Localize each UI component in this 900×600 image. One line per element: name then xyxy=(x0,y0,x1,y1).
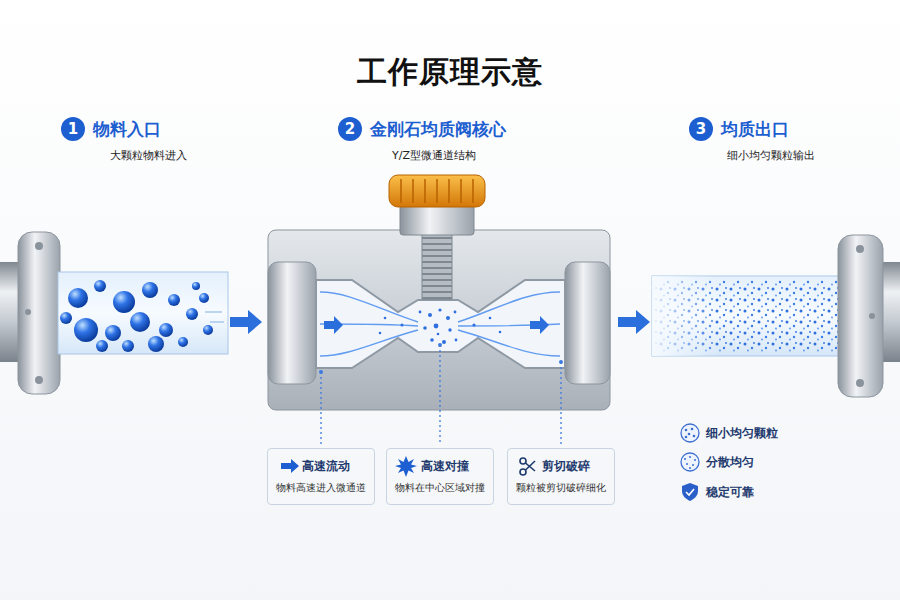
box-description: 颗粒被剪切破碎细化 xyxy=(514,481,608,495)
feature-text: 细小均匀颗粒 xyxy=(706,425,778,441)
box-description: 物料在中心区域对撞 xyxy=(393,481,487,495)
large-particles xyxy=(60,280,213,352)
scissors-icon xyxy=(520,458,535,475)
callout-number: 3 xyxy=(689,119,713,139)
feature-text: 稳定可靠 xyxy=(706,484,754,500)
box-heading: 高速对撞 xyxy=(393,457,487,475)
box-heading: 剪切破碎 xyxy=(514,457,608,475)
step-caption: Y/Z型微通道结构 xyxy=(392,149,476,163)
step-heading: 金刚石均质阀核心 xyxy=(370,117,506,141)
step-box: 剪切破碎颗粒被剪切破碎细化 xyxy=(507,448,615,505)
diagram-title: 工作原理示意 xyxy=(0,52,900,93)
arrow-icon xyxy=(281,459,299,473)
feature-text: 分散均匀 xyxy=(706,454,754,470)
callout-number: 1 xyxy=(61,119,85,139)
collision-particles xyxy=(379,308,502,344)
outlet-pipe xyxy=(652,235,900,397)
box-description: 物料高速进入微通道 xyxy=(274,481,368,495)
flow-arrow xyxy=(618,310,650,334)
step-caption: 大颗粒物料进入 xyxy=(110,149,187,163)
step-caption: 细小均匀颗粒输出 xyxy=(727,149,815,163)
feature-icons xyxy=(681,424,699,501)
collision-icon xyxy=(395,456,417,477)
valve-body xyxy=(268,175,610,410)
callout-number: 2 xyxy=(338,119,362,139)
leader-lines xyxy=(321,345,561,444)
flow-arrow xyxy=(230,310,262,334)
box-heading: 高速流动 xyxy=(274,457,368,475)
inlet-pipe xyxy=(0,232,228,394)
step-heading: 均质出口 xyxy=(721,117,789,141)
step-box: 高速对撞物料在中心区域对撞 xyxy=(386,448,494,505)
step-heading: 物料入口 xyxy=(93,117,161,141)
step-circles xyxy=(61,117,713,141)
step-box: 高速流动物料高速进入微通道 xyxy=(267,448,375,505)
